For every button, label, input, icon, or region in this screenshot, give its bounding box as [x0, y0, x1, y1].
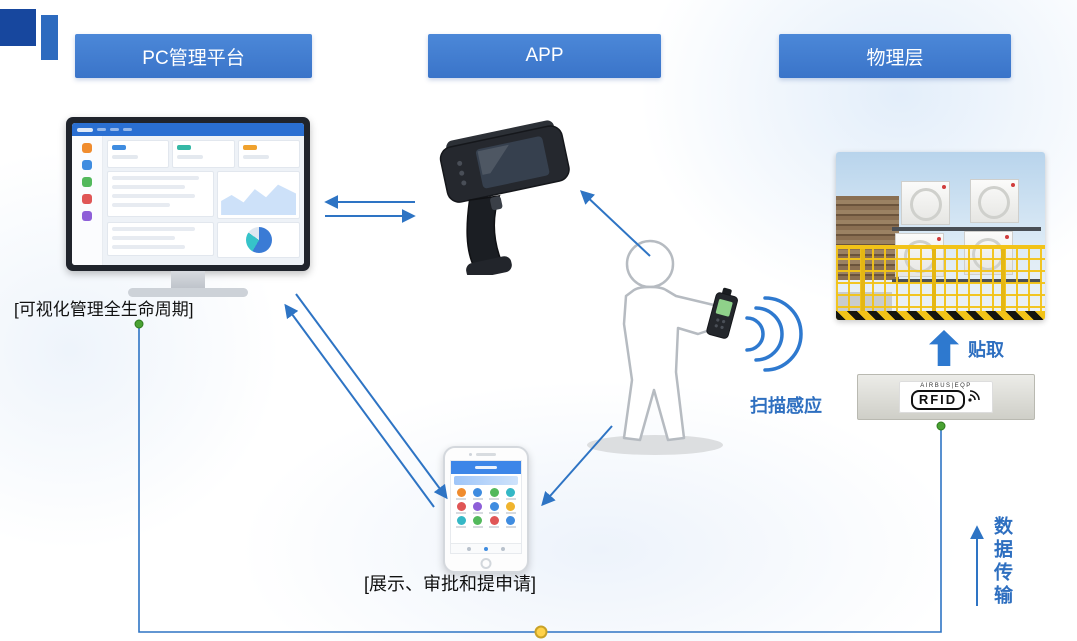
terminal-screen	[715, 299, 733, 317]
app-icon	[453, 502, 470, 514]
dashboard-screenshot	[72, 123, 304, 265]
dashboard-topbar	[72, 123, 304, 136]
dashboard-main	[103, 136, 304, 265]
phone-speaker	[476, 453, 496, 456]
app-icon	[486, 502, 503, 514]
app-icon	[470, 502, 487, 514]
ac-unit	[969, 178, 1019, 223]
photo-safety-fence	[836, 245, 1045, 320]
app-icon	[503, 502, 520, 514]
dashboard-sidebar	[72, 136, 103, 265]
app-icon	[503, 516, 520, 528]
rfid-text: RFID	[910, 390, 966, 410]
header-physical-layer: 物理层	[779, 34, 1011, 78]
yellow-node-dot	[534, 625, 548, 639]
green-dot-monitor	[134, 319, 144, 329]
app-banner	[454, 476, 518, 485]
stat-card	[237, 140, 300, 168]
scanner-grip-base	[466, 256, 512, 275]
handheld-terminal	[706, 287, 738, 339]
scanner-key	[461, 180, 467, 186]
bottom-connector-line	[138, 327, 942, 633]
smartphone	[443, 446, 529, 573]
worker-person	[587, 239, 738, 455]
phone-caption: [展示、审批和提申请]	[364, 574, 537, 594]
rfid-tag-label: AIRBUS|EQP RFID	[898, 381, 994, 413]
scanner-key	[459, 170, 465, 176]
app-icon	[470, 488, 487, 500]
stat-card	[107, 140, 170, 168]
sidebar-icon	[82, 143, 92, 153]
data-transfer-label: 数据传输	[991, 516, 1012, 608]
rack-bar	[892, 226, 1041, 231]
header-pc-label: PC管理平台	[142, 47, 245, 69]
app-icon	[503, 488, 520, 500]
dashboard-table	[107, 222, 215, 256]
terminal-key	[714, 324, 718, 328]
rfid-signal-icon	[968, 390, 980, 402]
scanner-screen	[475, 136, 550, 189]
attach-label: 贴取	[968, 340, 1004, 360]
rfid-brand-text: AIRBUS|EQP	[920, 383, 972, 389]
terminal-key	[722, 320, 726, 324]
app-tabbar	[451, 543, 521, 553]
scanner-trigger	[490, 196, 503, 211]
app-icon	[486, 516, 503, 528]
fence-post	[861, 249, 866, 320]
header-pc-platform: PC管理平台	[75, 34, 312, 78]
green-dot-rfid	[936, 421, 946, 431]
dashboard-pie-chart	[217, 222, 300, 258]
decor-square-light	[41, 15, 58, 60]
dashboard-area-chart	[217, 171, 300, 219]
scanner-key	[457, 160, 463, 166]
app-icon	[453, 488, 470, 500]
phone-camera	[469, 453, 472, 456]
sidebar-icon	[82, 194, 92, 204]
person-head	[625, 239, 675, 289]
phone-screen	[450, 460, 522, 554]
sidebar-icon	[82, 160, 92, 170]
screen-glare	[477, 144, 509, 175]
sidebar-icon	[82, 177, 92, 187]
phone-home-button	[480, 558, 492, 569]
app-icon-grid	[451, 487, 521, 528]
photo-hazard-stripe	[836, 311, 1045, 320]
stat-card	[172, 140, 235, 168]
attach-up-arrow	[929, 330, 959, 366]
site-photo	[836, 152, 1045, 320]
monitor-caption: [可视化管理全生命周期]	[14, 300, 194, 319]
arrow-phone-to-pc	[284, 303, 435, 508]
rfid-gun-scanner	[439, 120, 570, 275]
rfid-tag: AIRBUS|EQP RFID	[857, 374, 1035, 420]
app-header	[451, 461, 521, 474]
monitor-stand-neck	[171, 271, 205, 288]
app-icon	[486, 488, 503, 500]
decor-square-dark	[0, 9, 36, 46]
ac-unit	[901, 180, 951, 225]
arrow-pc-to-phone	[295, 293, 448, 500]
fence-post	[932, 249, 937, 320]
terminal-body	[706, 292, 738, 339]
person-shadow	[587, 435, 723, 455]
scan-label: 扫描感应	[750, 396, 822, 416]
monitor-stand-base	[128, 288, 248, 297]
header-app: APP	[428, 34, 661, 78]
app-icon	[453, 516, 470, 528]
fence-post	[1001, 249, 1006, 320]
header-app-label: APP	[525, 45, 564, 66]
sidebar-icon	[82, 211, 92, 221]
pc-monitor	[66, 117, 310, 271]
dashboard-table	[107, 171, 215, 217]
header-physical-label: 物理层	[866, 47, 924, 69]
terminal-key	[716, 318, 720, 322]
app-icon	[470, 516, 487, 528]
